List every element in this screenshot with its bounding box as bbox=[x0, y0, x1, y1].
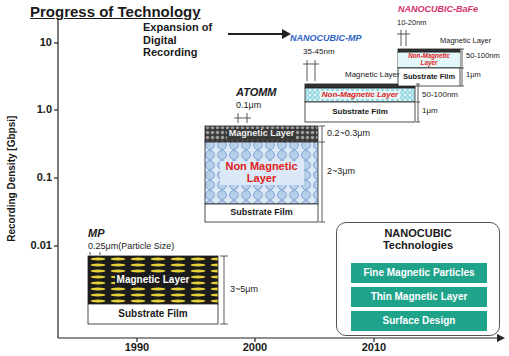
tick-label: 0.01 bbox=[22, 239, 52, 252]
drawing-part bbox=[220, 324, 228, 325]
layer-label: Magnetic Layer bbox=[345, 70, 400, 79]
node-label: Substrate Film bbox=[230, 208, 293, 217]
substrate-layer: Substrate Film bbox=[88, 304, 218, 324]
drawing-part bbox=[305, 88, 415, 102]
drawing-part bbox=[228, 33, 283, 35]
feature-box: Surface Design bbox=[351, 311, 487, 331]
dimension-label: 1μm bbox=[422, 106, 438, 115]
node-label: Non-Magnetic Layer bbox=[320, 91, 400, 99]
drawing-part bbox=[460, 49, 464, 50]
drawing-part bbox=[416, 102, 420, 103]
drawing-part bbox=[205, 204, 318, 222]
drawing-part bbox=[220, 256, 228, 257]
node-label: Surface Design bbox=[383, 316, 456, 327]
dimension-label: 3~5μm bbox=[230, 284, 258, 294]
non-magnetic-layer: Non-Magnetic Layer bbox=[398, 52, 460, 68]
drawing-part bbox=[319, 222, 325, 223]
year-label: 2010 bbox=[354, 341, 394, 354]
dimension-label: 0.1μm bbox=[236, 100, 261, 110]
chart-title: Progress of Technology bbox=[30, 3, 201, 20]
drawing-part bbox=[398, 49, 460, 52]
non-magnetic-layer: Non Magnetic Layer bbox=[205, 142, 318, 204]
drawing-part bbox=[460, 68, 464, 69]
drawing-part bbox=[90, 252, 91, 255]
drawing-part bbox=[319, 142, 325, 143]
product-name: NANOCUBIC-MP bbox=[290, 33, 362, 43]
axis-arrowhead bbox=[497, 334, 505, 342]
drawing-part bbox=[398, 52, 460, 68]
drawing-part bbox=[224, 256, 225, 324]
drawing-part bbox=[205, 126, 318, 142]
drawing-part bbox=[398, 68, 460, 86]
product-name: MP bbox=[88, 227, 105, 240]
tick-label: 0.1 bbox=[22, 171, 52, 184]
drawing-part bbox=[54, 42, 58, 43]
drawing-part bbox=[416, 84, 420, 85]
non-magnetic-layer: Non-Magnetic Layer bbox=[305, 88, 415, 102]
dimension-label: 1μm bbox=[466, 71, 481, 80]
dimension-label: 50-100nm bbox=[466, 52, 500, 61]
drawing-part bbox=[205, 142, 318, 204]
drawing-part bbox=[54, 245, 58, 246]
node-label: Non Magnetic Layer bbox=[220, 161, 304, 184]
drawing-part bbox=[282, 29, 291, 39]
product-name: ATOMM bbox=[236, 86, 277, 99]
dimension-label: 50-100nm bbox=[422, 90, 458, 99]
drawing-part bbox=[460, 86, 464, 87]
drawing-part bbox=[322, 126, 323, 222]
node-label: Substrate Film bbox=[403, 73, 455, 81]
drawing-part bbox=[319, 126, 325, 127]
drawing-part bbox=[307, 60, 308, 81]
dimension-label: 2~3μm bbox=[327, 166, 355, 176]
node-label: Substrate Film bbox=[118, 309, 187, 320]
node-label: Magnetic Layer bbox=[227, 129, 297, 138]
technology-box: NANOCUBIC TechnologiesFine Magnetic Part… bbox=[336, 222, 500, 336]
substrate-layer: Substrate Film bbox=[305, 102, 415, 122]
drawing-part bbox=[88, 304, 218, 324]
node-label: NANOCUBIC Technologies bbox=[370, 228, 466, 251]
drawing-part bbox=[305, 102, 415, 122]
drawing-part bbox=[397, 34, 410, 35]
drawing-part bbox=[54, 177, 58, 178]
drawing-part bbox=[406, 30, 407, 46]
year-label: 2000 bbox=[235, 341, 275, 354]
drawing-part bbox=[234, 118, 251, 119]
drawing-part bbox=[88, 256, 218, 304]
drawing-part bbox=[416, 122, 420, 123]
node-label: Thin Magnetic Layer bbox=[371, 292, 468, 303]
feature-box: Thin Magnetic Layer bbox=[351, 287, 487, 307]
substrate-layer: Substrate Film bbox=[398, 68, 460, 86]
axis-title: Recording Density [Gbpsi] bbox=[6, 79, 18, 279]
dimension-label: 0.25μm(Particle Size) bbox=[88, 241, 174, 251]
feature-box: Fine Magnetic Particles bbox=[351, 263, 487, 283]
node-label: Substrate Film bbox=[332, 108, 388, 116]
drawing-part bbox=[58, 337, 498, 338]
drawing-part bbox=[418, 84, 419, 122]
tick-label: 10 bbox=[22, 36, 52, 49]
dimension-label: 35-45nm bbox=[303, 47, 335, 56]
axes bbox=[54, 18, 498, 342]
node-label: Non-Magnetic Layer bbox=[398, 53, 460, 66]
drawing-part bbox=[303, 64, 319, 65]
drawing-part bbox=[54, 109, 58, 110]
substrate-layer: Substrate Film bbox=[205, 204, 318, 222]
drawing-part bbox=[100, 252, 101, 255]
layer-label: Magnetic Layer bbox=[440, 37, 491, 46]
drawing-part bbox=[462, 49, 463, 86]
year-label: 1990 bbox=[117, 341, 157, 354]
expansion-arrow bbox=[228, 29, 291, 39]
drawing-part bbox=[315, 60, 316, 81]
dimension-label: 0.2~0.3μm bbox=[327, 128, 370, 138]
magnetic-layer: Magnetic Layer bbox=[88, 256, 218, 304]
drawing-part bbox=[401, 30, 402, 46]
trend-note: Expansion of Digital Recording bbox=[143, 21, 225, 59]
tick-label: 1.0 bbox=[22, 103, 52, 116]
magnetic-layer: Magnetic Layer bbox=[205, 126, 318, 142]
product-name: NANOCUBIC-BaFe bbox=[398, 4, 478, 14]
node-label: Magnetic Layer bbox=[115, 275, 192, 286]
dimension-label: 10-20nm bbox=[397, 19, 427, 28]
node-label: Fine Magnetic Particles bbox=[363, 268, 474, 279]
